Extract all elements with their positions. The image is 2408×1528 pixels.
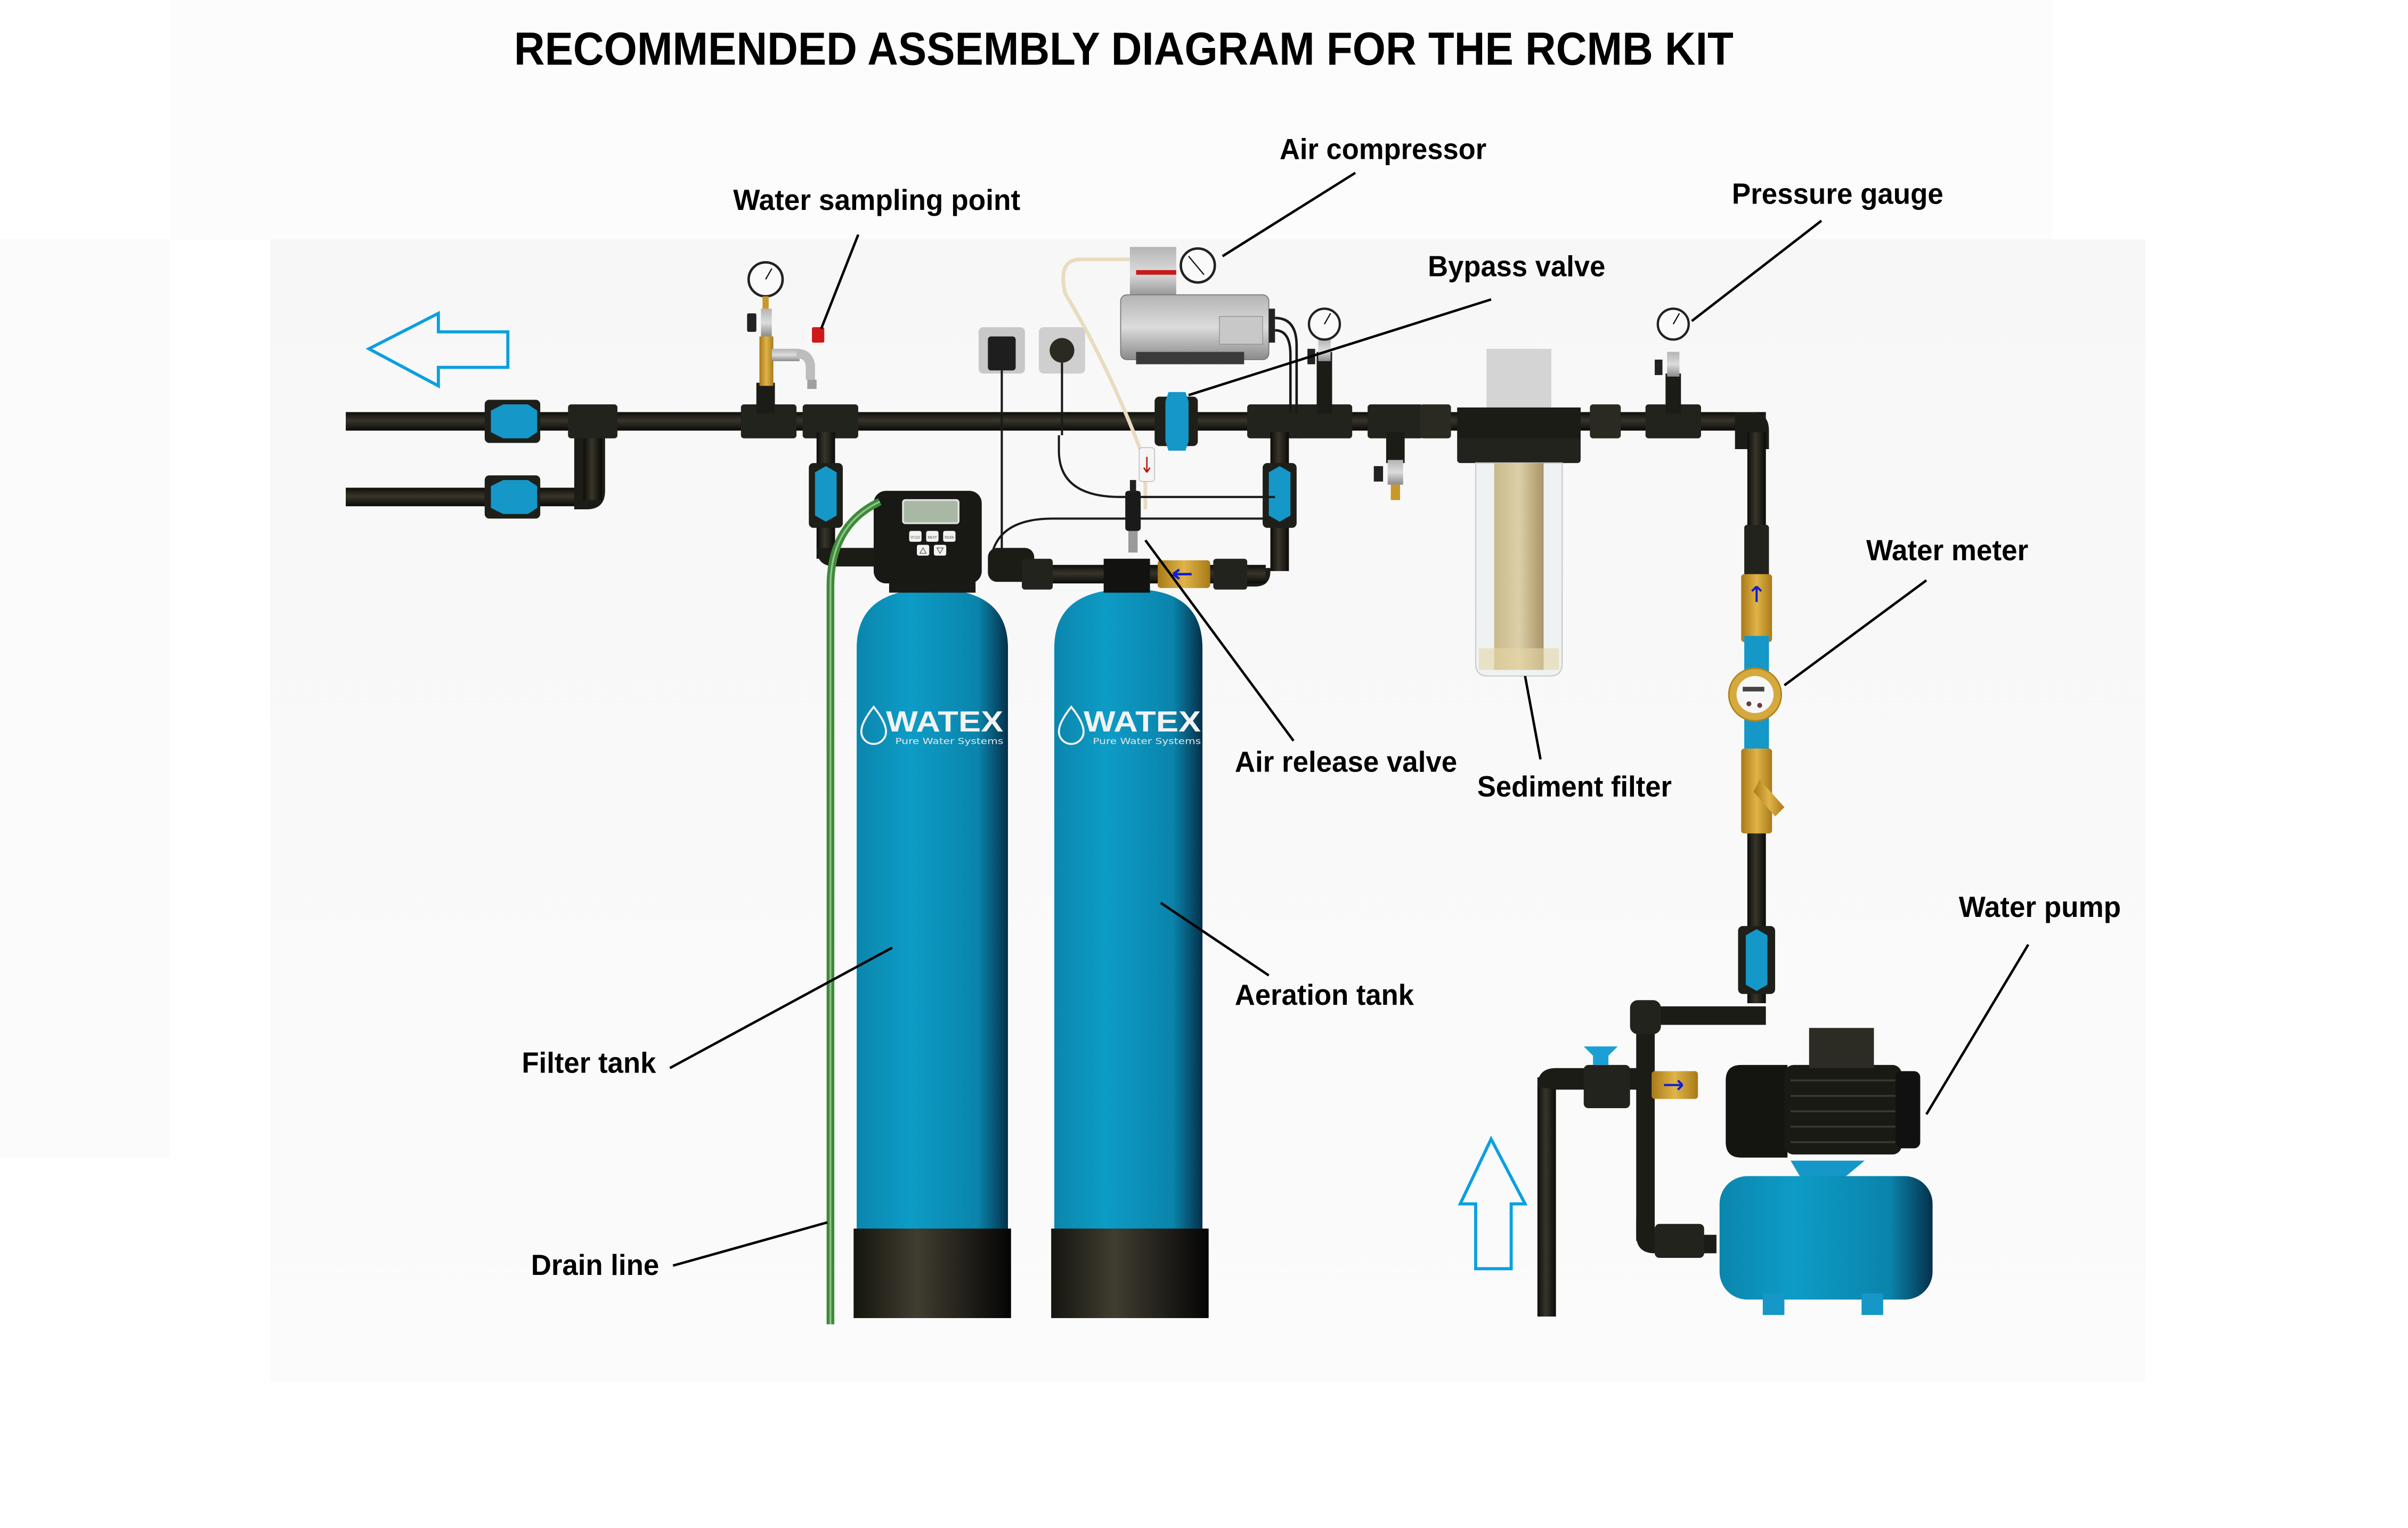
background-panel-left [0, 239, 170, 1158]
watex-drop-icon [1057, 705, 1085, 745]
header-drain-valve[interactable] [1373, 432, 1405, 500]
sediment-filter [1457, 348, 1581, 677]
label-air-compressor: Air compressor [1280, 132, 1486, 165]
label-drain-line: Drain line [531, 1248, 659, 1281]
union-valve-riser[interactable] [1738, 926, 1776, 994]
leader-lines [669, 172, 2030, 1267]
y-strainer [1741, 749, 1785, 834]
leader-air-compressor [1222, 172, 1356, 257]
leader-aeration-tank [1160, 901, 1270, 977]
water-meter [1728, 636, 1783, 760]
aeration-tank-tagline: Pure Water Systems [1093, 736, 1201, 746]
leader-water-meter [1784, 579, 1927, 687]
label-sediment-filter: Sediment filter [1477, 770, 1672, 803]
drain-line-hose-highlight [829, 500, 881, 1324]
label-air-release-valve: Air release valve [1235, 745, 1457, 778]
set-clock-button[interactable] [909, 531, 922, 542]
pressure-tank [1719, 1176, 1933, 1315]
up-arrow-icon [919, 547, 927, 554]
air-release-line-1 [1057, 435, 1275, 498]
pressure-gauge-compressor [1179, 247, 1216, 284]
water-sampling-point[interactable] [747, 308, 825, 414]
outlet-flow-arrow-icon [365, 311, 510, 389]
bypass-valve[interactable] [1154, 392, 1198, 451]
compressor-cable-2 [1275, 329, 1292, 414]
filter-tank-tagline: Pure Water Systems [896, 736, 1004, 746]
control-buttons: SET CLOCK NEXT REGEN [909, 531, 956, 556]
check-valve-meter-upper [1741, 574, 1772, 643]
leader-air-release-valve [1144, 539, 1295, 742]
control-valve[interactable]: SET CLOCK NEXT REGEN [873, 491, 982, 593]
leader-pressure-gauge [1691, 220, 1823, 322]
water-pump [1726, 1028, 1921, 1176]
label-bypass-valve: Bypass valve [1428, 250, 1605, 283]
pressure-gauge-mid [1307, 307, 1341, 414]
air-compressor [1120, 247, 1275, 364]
union-valve-lower-left[interactable] [484, 475, 541, 519]
filter-tank: WATEX Pure Water Systems [853, 589, 1011, 1319]
air-release-valve [1125, 479, 1141, 553]
label-water-pump: Water pump [1959, 890, 2121, 923]
watex-drop-icon [860, 705, 888, 745]
next-button[interactable] [926, 531, 939, 542]
air-hose [1061, 257, 1148, 509]
power-adapter [978, 327, 1025, 564]
background-panel-upper [169, 0, 2053, 240]
regen-button[interactable] [943, 531, 956, 542]
label-filter-tank: Filter tank [522, 1046, 656, 1079]
pressure-gauge-right [1655, 307, 1690, 414]
leader-sediment-filter [1524, 676, 1542, 760]
label-aeration-tank: Aeration tank [1235, 978, 1414, 1011]
leader-bypass-valve [1188, 298, 1492, 396]
aeration-tank-brand: WATEX [1084, 705, 1201, 738]
svg-text:NEXT: NEXT [928, 535, 937, 540]
svg-text:REGEN: REGEN [945, 535, 954, 540]
pressure-gauge-sampling [747, 261, 784, 309]
page-title: RECOMMENDED ASSEMBLY DIAGRAM FOR THE RCM… [514, 23, 1734, 75]
leader-filter-tank [669, 946, 893, 1069]
inlet-flow-arrow-icon [1458, 1135, 1528, 1271]
down-arrow-button[interactable] [933, 544, 947, 556]
air-release-line-2 [990, 517, 1269, 559]
air-check-valve [1138, 447, 1156, 482]
power-socket [1038, 327, 1085, 435]
svg-text:SET CLOCK: SET CLOCK [910, 535, 920, 540]
aeration-tank: WATEX Pure Water Systems [1051, 558, 1209, 1319]
filter-tank-brand: WATEX [886, 705, 1004, 738]
label-pressure-gauge: Pressure gauge [1732, 177, 1943, 210]
union-valve-filter-inlet[interactable] [809, 463, 843, 528]
union-valve-upper-left[interactable] [484, 400, 541, 443]
leader-water-pump [1925, 944, 2030, 1115]
pump-ball-valve[interactable] [1583, 1046, 1630, 1109]
compressor-cable-1 [1275, 316, 1298, 414]
check-valve-pump [1652, 1071, 1698, 1099]
leader-drain-line [672, 1221, 828, 1267]
up-arrow-button[interactable] [917, 544, 930, 556]
down-arrow-icon [936, 547, 944, 555]
label-water-sampling-point: Water sampling point [733, 183, 1020, 216]
leader-water-sampling [820, 234, 860, 329]
check-valve-aeration [1158, 560, 1210, 588]
label-water-meter: Water meter [1866, 534, 2028, 567]
union-valve-aeration-inlet[interactable] [1263, 463, 1297, 528]
